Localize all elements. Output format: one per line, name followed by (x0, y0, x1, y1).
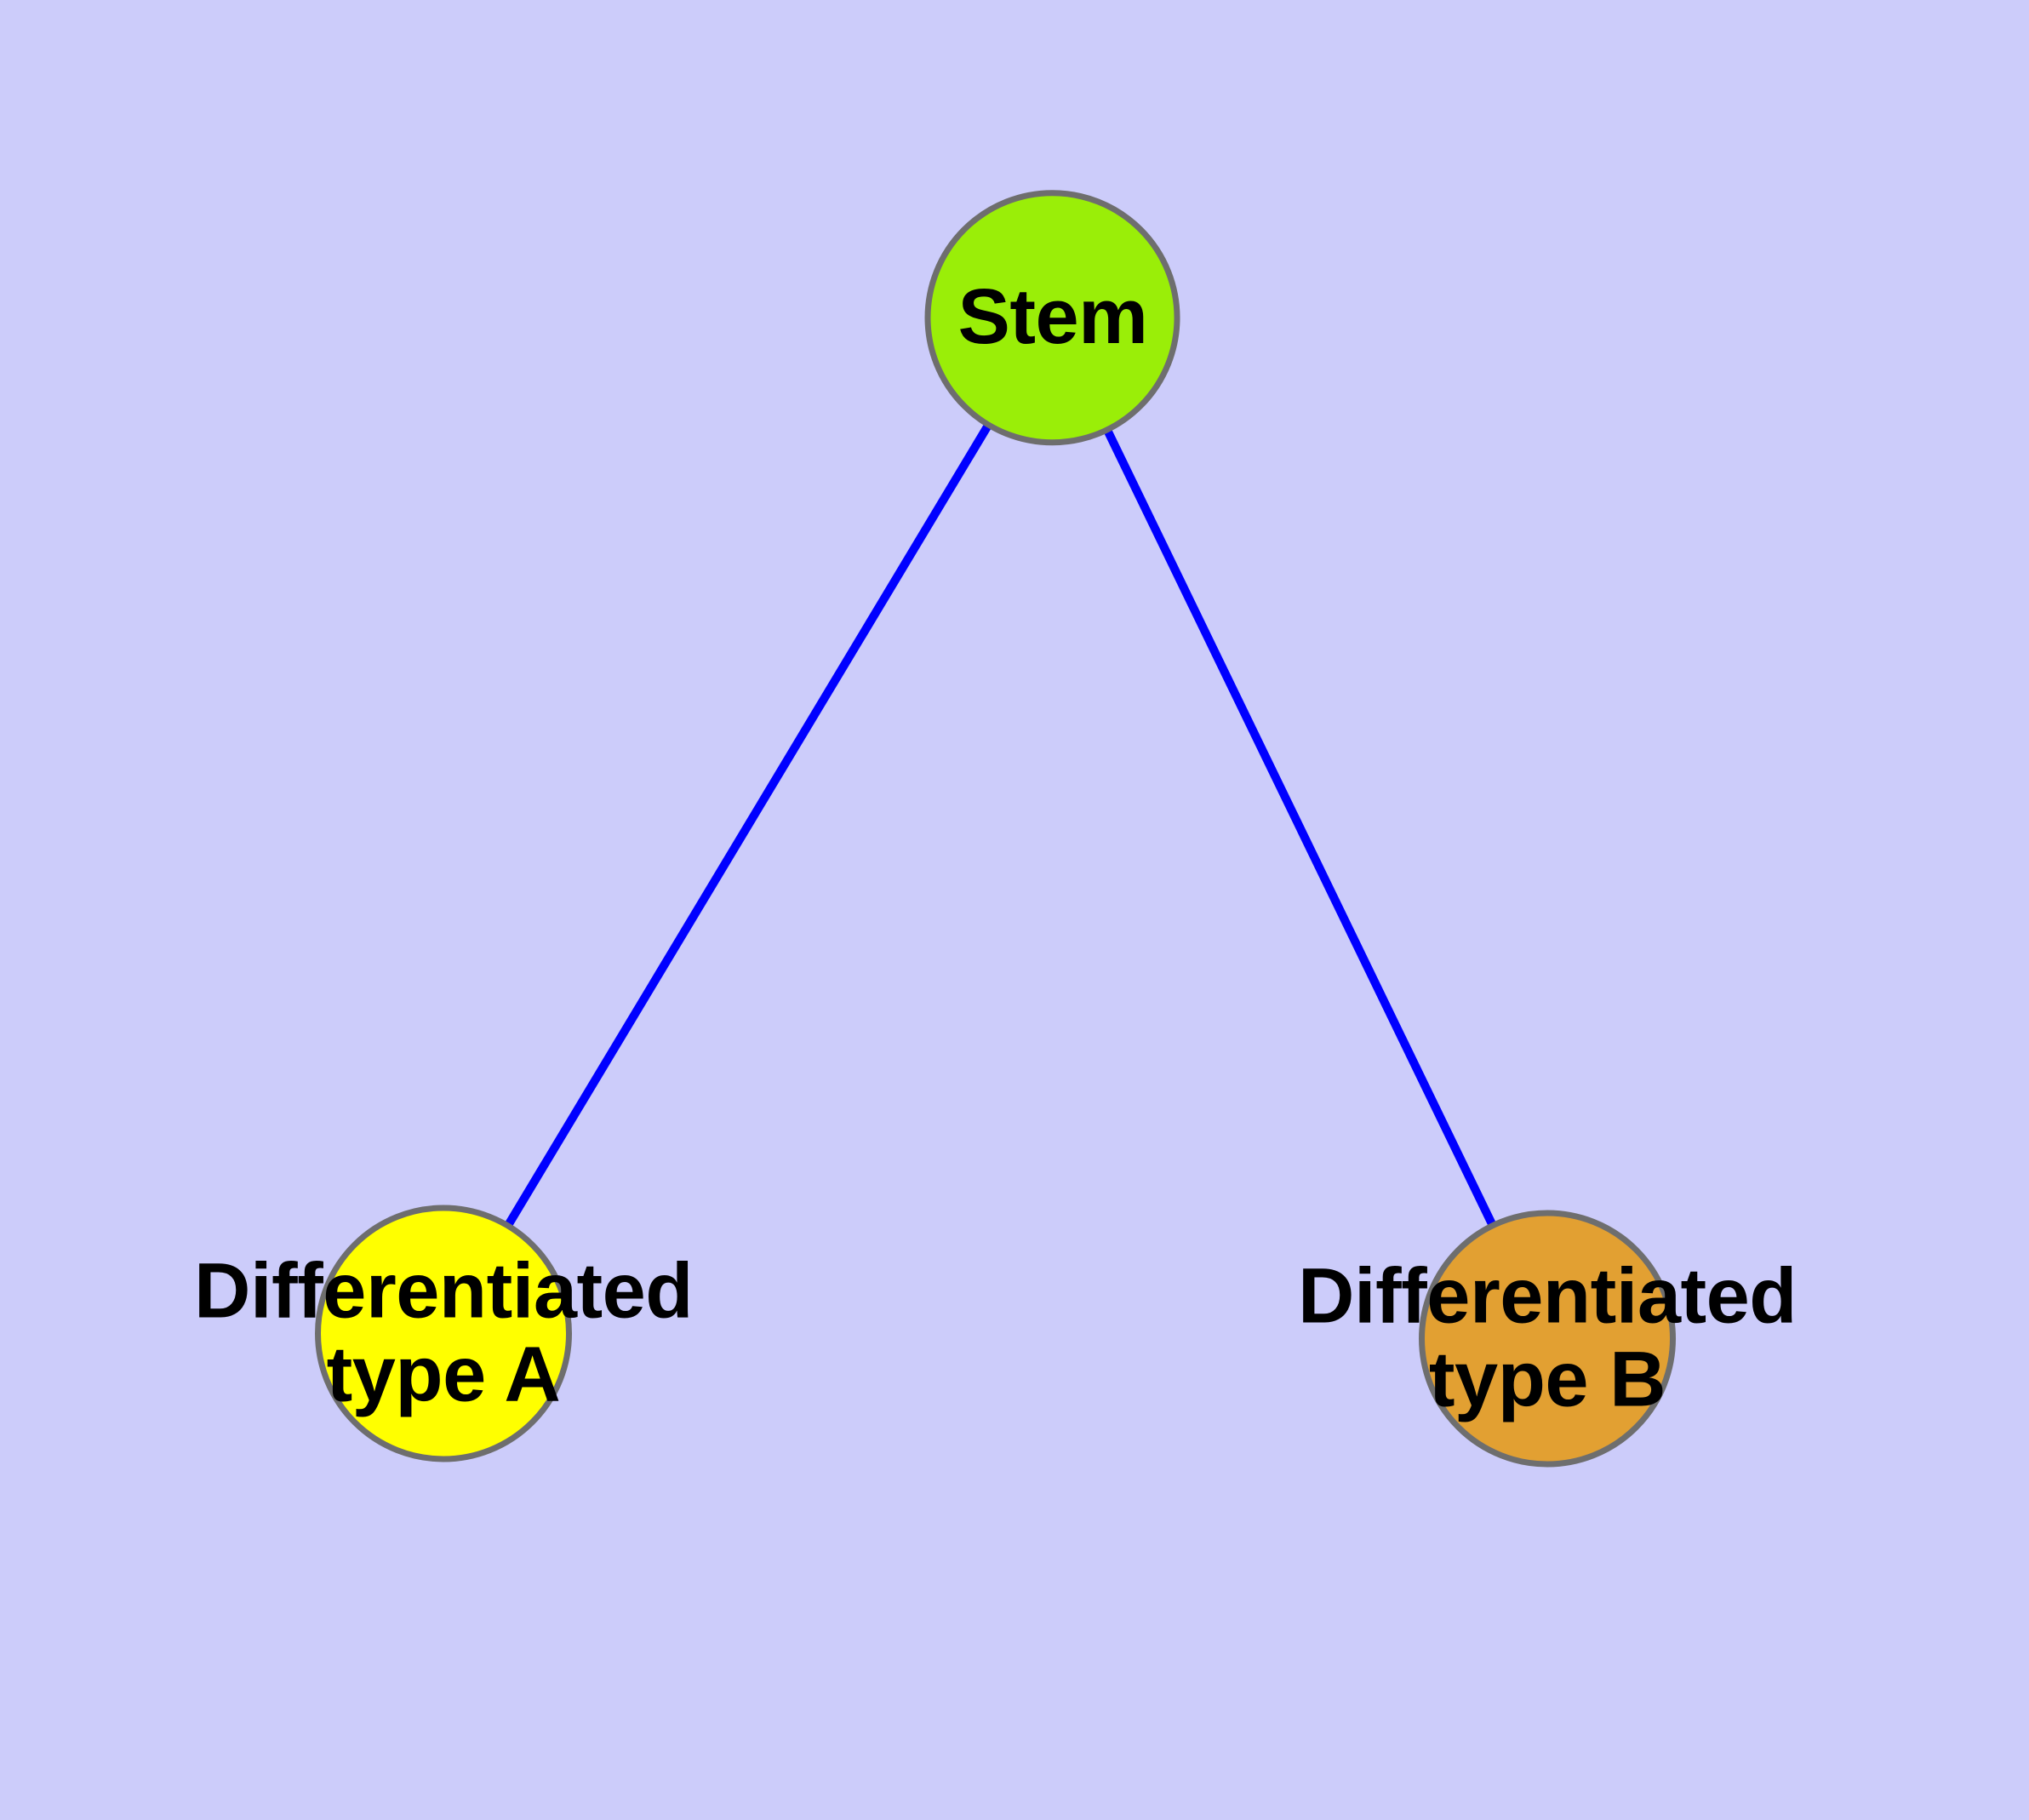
edge-stem-to-differentiated-type-a (496, 409, 1000, 1241)
node-differentiated-type-a-circle (315, 1205, 572, 1462)
node-stem-label: Stem (957, 273, 1148, 361)
node-differentiated-type-a[interactable]: Differentiated type A (194, 1205, 693, 1462)
node-differentiated-type-b-label-line2: type B (1428, 1336, 1666, 1422)
node-differentiated-type-b[interactable]: Differentiated type B (1298, 1210, 1797, 1467)
node-differentiated-type-a-label-line1: Differentiated (194, 1247, 693, 1335)
node-differentiated-type-a-label-line2: type A (326, 1331, 561, 1417)
node-stem-circle (925, 189, 1180, 445)
node-stem[interactable]: Stem (925, 189, 1180, 445)
node-differentiated-type-b-label: Differentiated type B (1298, 1255, 1797, 1421)
node-differentiated-type-b-circle (1419, 1210, 1676, 1467)
node-differentiated-type-b-label-line1: Differentiated (1298, 1252, 1797, 1340)
node-differentiated-type-a-label: Differentiated type A (194, 1250, 693, 1416)
edge-stem-to-differentiated-type-b (1096, 414, 1503, 1241)
